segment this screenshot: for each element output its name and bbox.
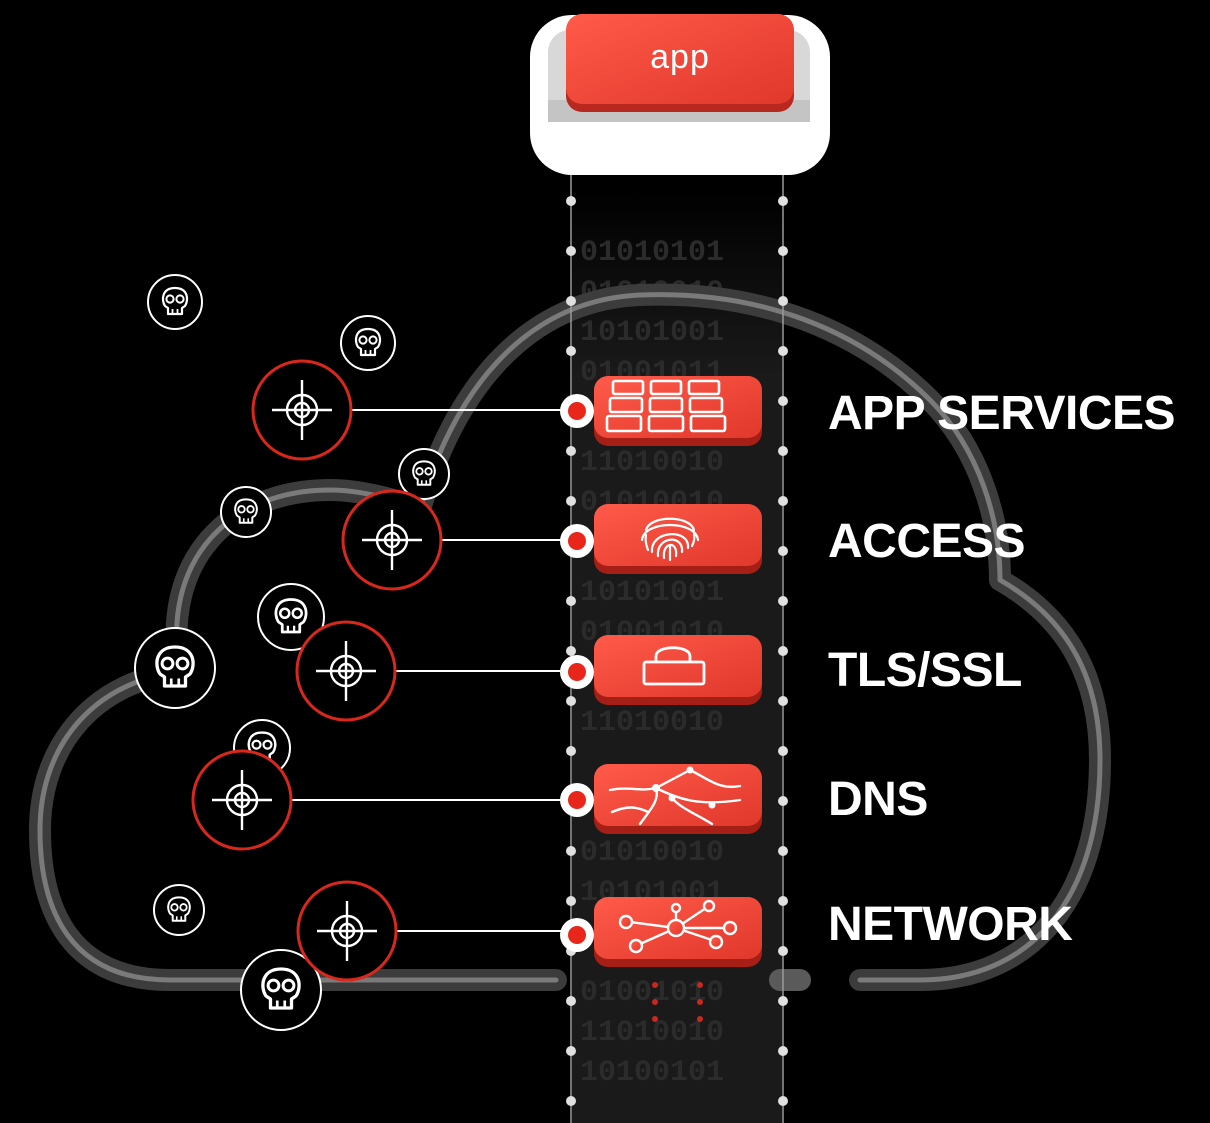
rail-dot — [566, 196, 576, 206]
skull-icon — [340, 315, 396, 371]
rail-dot — [778, 946, 788, 956]
rail-dot — [778, 996, 788, 1006]
attack-vector-network — [296, 880, 574, 982]
svg-text:10101001: 10101001 — [580, 576, 724, 610]
rail-dot — [566, 346, 576, 356]
attack-vector-app-services — [251, 359, 574, 461]
attack-vector-access — [341, 489, 574, 591]
layer-label-app-services: APP SERVICES — [828, 387, 1176, 440]
rail-dot — [778, 396, 788, 406]
svg-text:10100101: 10100101 — [580, 1056, 724, 1090]
grid-icon — [605, 379, 727, 433]
rail-dot — [566, 696, 576, 706]
svg-text:11010010: 11010010 — [580, 706, 724, 740]
skull-icon — [240, 949, 322, 1031]
app-label: app — [650, 38, 710, 76]
rail-dot — [778, 446, 788, 456]
lock-icon — [642, 646, 706, 686]
rail-dot — [566, 1046, 576, 1056]
rail-dot — [778, 846, 788, 856]
rail-dot — [778, 896, 788, 906]
rail-dot — [778, 496, 788, 506]
skull-icon — [257, 583, 325, 651]
attackers — [134, 274, 450, 1031]
attack-vectors — [191, 359, 574, 982]
connector-node — [560, 524, 594, 558]
rail-dot — [778, 796, 788, 806]
rail-dot — [566, 896, 576, 906]
attack-vector-tls — [295, 620, 574, 722]
rail-dot — [566, 1096, 576, 1106]
layer-tile-tls-ssl — [594, 635, 762, 705]
rail-dot — [778, 1046, 788, 1056]
rail-dot — [778, 246, 788, 256]
layer-label-access: ACCESS — [828, 515, 1026, 568]
rail-dot — [566, 646, 576, 656]
svg-text:01010101: 01010101 — [580, 236, 724, 270]
connector-node — [560, 394, 594, 428]
rail-dot — [566, 296, 576, 306]
rail-dot — [566, 846, 576, 856]
skull-icon — [398, 448, 450, 500]
svg-text:11010010: 11010010 — [580, 1016, 724, 1050]
layer-tile-dns — [594, 764, 762, 834]
layer-tile-network — [594, 897, 762, 967]
rail-dot — [778, 296, 788, 306]
fingerprint-icon — [640, 517, 700, 562]
svg-text:11010010: 11010010 — [580, 446, 724, 480]
svg-text:01010010: 01010010 — [580, 836, 724, 870]
connector-node — [560, 655, 594, 689]
layer-label-network: NETWORK — [828, 898, 1073, 951]
rail-dot — [566, 746, 576, 756]
connector-node — [560, 918, 594, 952]
rail-dot — [778, 646, 788, 656]
connector-node — [560, 783, 594, 817]
rail-dot — [778, 196, 788, 206]
rail-dot — [566, 496, 576, 506]
layer-label-tls-ssl: TLS/SSL — [828, 644, 1022, 697]
app-badge: app — [530, 14, 830, 175]
skull-icon — [220, 486, 272, 538]
connector-nodes — [560, 394, 594, 952]
skull-icon — [147, 274, 203, 330]
svg-text:10101001: 10101001 — [580, 316, 724, 350]
rail-dot — [566, 596, 576, 606]
rail-dot — [566, 996, 576, 1006]
svg-text:01001010: 01001010 — [580, 976, 724, 1010]
layer-tile-app-services — [594, 376, 762, 446]
skull-icon — [153, 884, 205, 936]
network-hub-icon — [618, 899, 738, 954]
layer-label-dns: DNS — [828, 773, 928, 826]
skull-icon — [134, 627, 216, 709]
attack-vector-dns — [191, 749, 574, 851]
rail-dot — [566, 446, 576, 456]
rail-dot — [778, 746, 788, 756]
rail-dot — [778, 696, 788, 706]
rail-dot — [778, 346, 788, 356]
rail-dot — [566, 246, 576, 256]
layer-tile-access — [594, 504, 762, 574]
rail-dot — [778, 1096, 788, 1106]
rail-dot — [778, 596, 788, 606]
rail-dot — [778, 546, 788, 556]
security-stack — [594, 376, 762, 967]
